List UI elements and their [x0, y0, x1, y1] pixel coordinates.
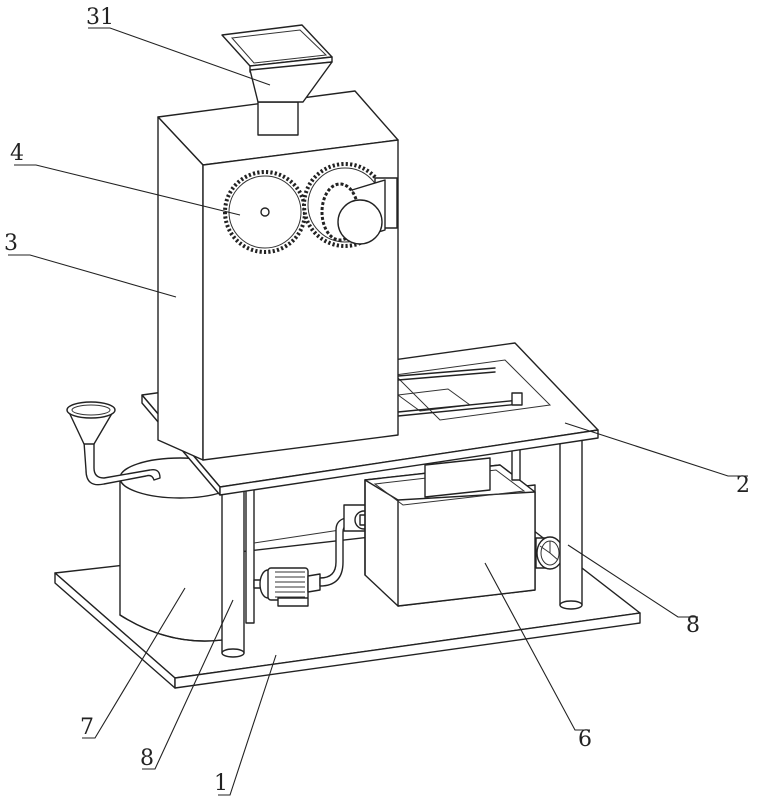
label-4: 4	[10, 141, 24, 166]
label-2: 2	[736, 473, 750, 498]
water-tank	[119, 457, 241, 642]
collection-box	[364, 457, 536, 607]
label-3: 3	[4, 231, 18, 256]
valve-wheel	[535, 536, 564, 570]
drive-motor	[320, 177, 398, 245]
label-7: 7	[80, 715, 94, 740]
label-8-left: 8	[140, 746, 154, 771]
label-8-right: 8	[686, 613, 700, 638]
inlet-funnel	[66, 401, 161, 486]
label-1: 1	[214, 771, 228, 796]
feed-hopper	[221, 24, 333, 136]
leader-lines	[8, 27, 748, 796]
label-31: 31	[86, 5, 114, 30]
housing	[157, 90, 399, 461]
label-6: 6	[578, 727, 592, 752]
